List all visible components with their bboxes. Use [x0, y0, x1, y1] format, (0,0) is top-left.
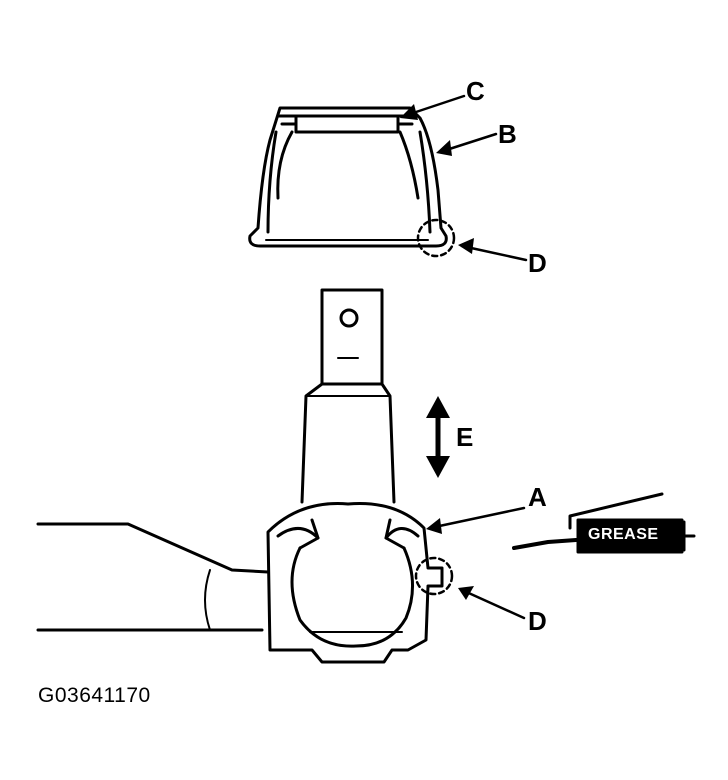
double-arrow-e: [426, 396, 450, 478]
callout-a: A: [528, 482, 547, 512]
leader-lines: [402, 94, 528, 620]
callout-c: C: [466, 76, 485, 106]
grease-gun-icon: [512, 492, 696, 554]
detail-circle-upper: [416, 218, 456, 258]
callout-e: E: [456, 422, 474, 452]
leader-arrowheads: [400, 104, 474, 600]
figure-code: G03641170: [38, 684, 151, 707]
callout-d-upper: D: [528, 248, 547, 278]
callout-d-lower: D: [528, 606, 547, 636]
detail-circle-lower: [414, 556, 454, 596]
dust-boot: [248, 106, 448, 248]
tie-rod-end: [36, 288, 444, 664]
grease-label: GREASE: [588, 526, 659, 543]
callout-b: B: [498, 119, 517, 149]
